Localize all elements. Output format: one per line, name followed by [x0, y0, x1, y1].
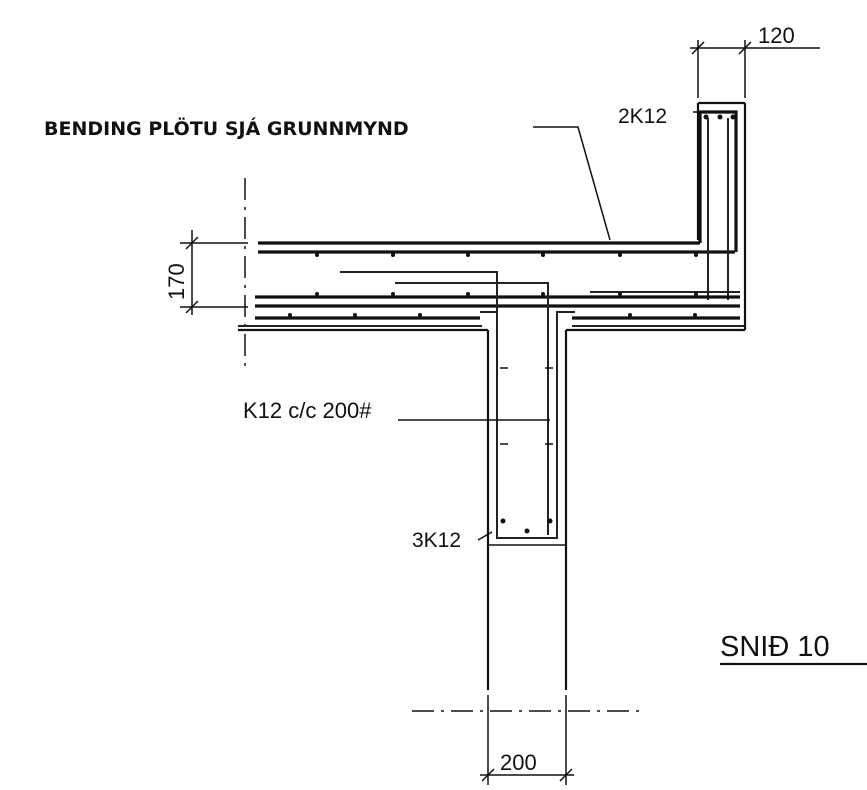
section-title: SNIÐ 10 [720, 631, 867, 666]
dimension-label-170: 170 [164, 263, 189, 300]
dimension-label-200: 200 [500, 750, 537, 775]
rebar-dots [288, 114, 736, 534]
center-lines [244, 178, 640, 712]
reinforcement [238, 110, 745, 539]
concrete-outline [238, 101, 747, 690]
section-title-text: SNIÐ 10 [720, 631, 830, 663]
top-bars-label: 2K12 [618, 105, 667, 128]
bottom-bars-label: 3K12 [412, 529, 461, 552]
slab-note-label: BENDING PLÖTU SJÁ GRUNNMYND [44, 116, 409, 140]
dimension-upstand-width: 120 [690, 23, 820, 98]
dimension-beam-width: 200 [480, 695, 574, 785]
leaders [398, 111, 700, 541]
dimension-slab-thickness: 170 [164, 230, 248, 315]
stirrup-label: K12 c/c 200# [243, 398, 372, 423]
dimension-label-120: 120 [758, 23, 795, 48]
